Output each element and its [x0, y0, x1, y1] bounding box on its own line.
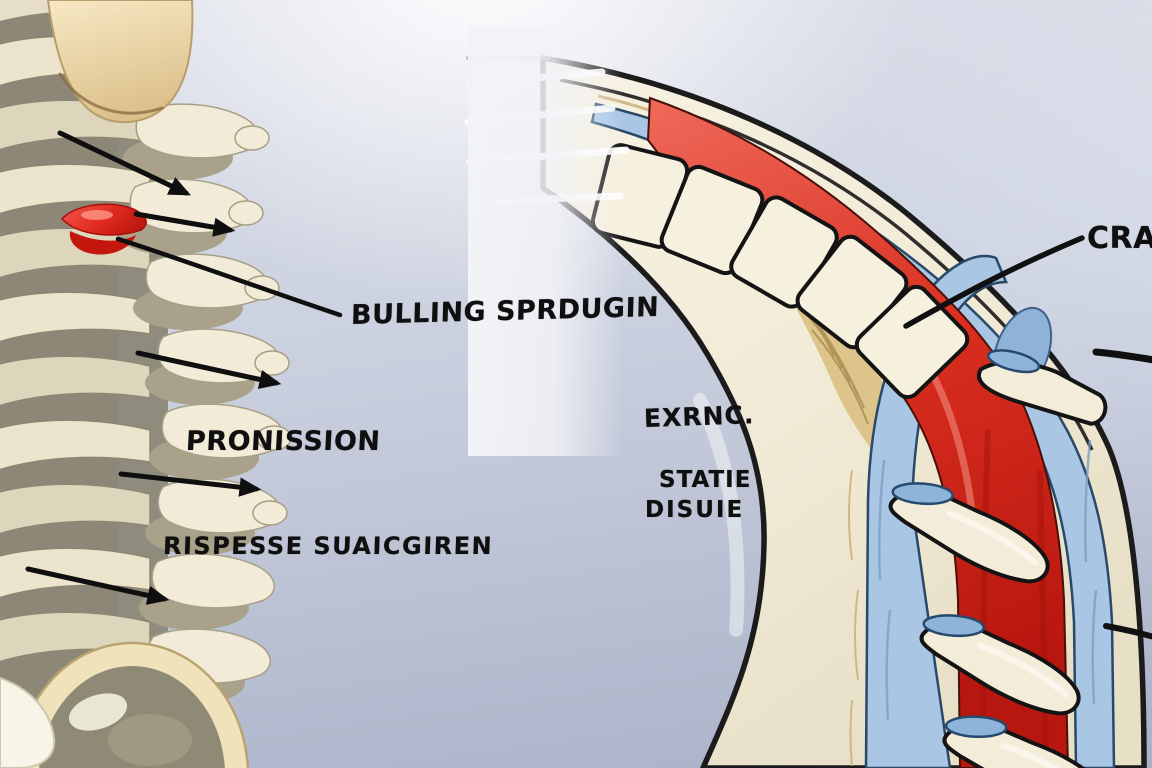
arrow-disc	[133, 211, 236, 237]
spinous-processes	[888, 349, 1108, 768]
process	[976, 349, 1108, 426]
bulging-disc-highlight	[60, 203, 147, 255]
cervical-spine-skeleton	[0, 0, 292, 768]
fade-streaks	[464, 26, 630, 456]
fiber-streaks	[848, 469, 859, 767]
leader-lines	[903, 235, 1152, 640]
vertebra-unit	[145, 328, 290, 405]
arrow-pronission	[135, 350, 282, 389]
vertebra-unit	[145, 478, 288, 555]
arrow-mid	[118, 471, 262, 497]
label-disuie: DISUIE	[645, 497, 745, 523]
spine-cross-section	[464, 26, 1147, 768]
label-crat: CRAT	[1087, 221, 1152, 256]
shoulder-joint	[0, 641, 250, 768]
leader-right-edge-upper	[1092, 348, 1152, 364]
process	[942, 715, 1106, 768]
label-exrnc: EXRNC.	[643, 400, 755, 433]
vertebra-unit	[133, 253, 280, 330]
annotation-arrows	[25, 130, 343, 605]
process	[888, 482, 1050, 584]
leader-right-edge-lower	[1103, 623, 1152, 640]
label-pronission: PRONISSION	[185, 426, 382, 457]
canal-streaks	[877, 439, 1098, 721]
leader-to-bulling-label	[115, 236, 343, 318]
label-rispesse: RISPESSE SUAICGIREN	[162, 532, 494, 560]
label-statie: STATIE	[659, 467, 752, 493]
process	[919, 614, 1081, 716]
vertebra-unit	[123, 103, 270, 180]
vertebra-unit	[139, 553, 275, 630]
skull-jaw-line	[58, 72, 164, 115]
skull-fragment	[46, 0, 194, 124]
leader-crat	[903, 235, 1085, 329]
arrow-lower	[25, 566, 170, 605]
skin-highlight	[693, 393, 745, 637]
vertebra-unit	[149, 403, 292, 480]
arrow-upper	[57, 130, 191, 196]
